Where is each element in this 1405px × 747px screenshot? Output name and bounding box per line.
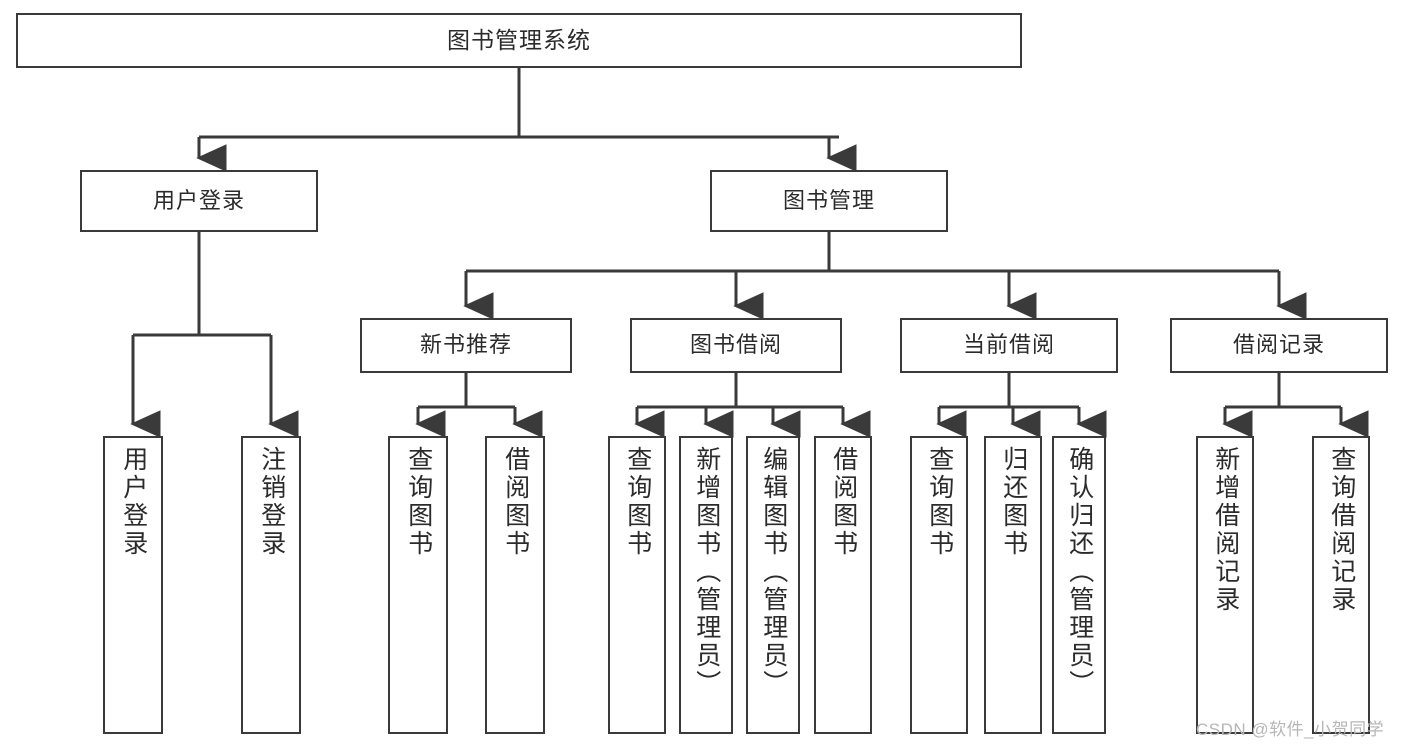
- node-leaf-user-logout-label: 注销登录: [257, 446, 286, 558]
- edge-group-root: [196, 68, 857, 172]
- node-borrow-record[interactable]: 借阅记录: [1170, 318, 1388, 373]
- node-leaf-return-book-label: 归还图书: [999, 446, 1028, 558]
- node-root-label: 图书管理系统: [447, 26, 591, 53]
- node-current-borrow-label: 当前借阅: [962, 332, 1055, 358]
- node-current-borrow[interactable]: 当前借阅: [900, 318, 1118, 373]
- node-leaf-query-book-borrow[interactable]: 查询图书: [608, 436, 666, 734]
- node-leaf-edit-book[interactable]: 编辑图书（管理员）: [746, 436, 800, 734]
- node-book-borrow-label: 图书借阅: [689, 332, 782, 358]
- node-leaf-confirm-return[interactable]: 确认归还（管理员）: [1052, 436, 1106, 734]
- node-book-management-label: 图书管理: [782, 187, 875, 213]
- node-leaf-borrow-book-label: 借阅图书: [829, 446, 858, 558]
- node-root[interactable]: 图书管理系统: [16, 13, 1022, 68]
- node-borrow-record-label: 借阅记录: [1232, 332, 1325, 358]
- node-user-login[interactable]: 用户登录: [80, 170, 318, 232]
- edge-group-new-book-recommend: [415, 373, 543, 438]
- node-leaf-add-borrow-record[interactable]: 新增借阅记录: [1196, 436, 1254, 734]
- node-leaf-query-borrow-record-label: 查询借阅记录: [1327, 446, 1356, 614]
- edge-group-user-login: [130, 232, 299, 438]
- node-user-login-label: 用户登录: [152, 187, 245, 213]
- node-leaf-borrow-book[interactable]: 借阅图书: [814, 436, 872, 734]
- node-leaf-add-book[interactable]: 新增图书（管理员）: [679, 436, 733, 734]
- edge-group-book-borrow: [634, 373, 871, 438]
- node-leaf-query-book-rec[interactable]: 查询图书: [388, 436, 448, 734]
- node-leaf-query-book-current[interactable]: 查询图书: [910, 436, 968, 734]
- node-leaf-borrow-book-rec-label: 借阅图书: [501, 446, 530, 558]
- node-leaf-confirm-return-label: 确认归还（管理员）: [1065, 446, 1094, 698]
- node-leaf-query-book-borrow-label: 查询图书: [623, 446, 652, 558]
- node-leaf-user-login[interactable]: 用户登录: [103, 436, 163, 734]
- node-leaf-add-borrow-record-label: 新增借阅记录: [1211, 446, 1240, 614]
- edge-group-borrow-record: [1222, 373, 1369, 438]
- node-leaf-query-book-current-label: 查询图书: [925, 446, 954, 558]
- node-leaf-user-login-label: 用户登录: [119, 446, 148, 558]
- node-leaf-query-book-rec-label: 查询图书: [404, 446, 433, 558]
- edge-group-current-borrow: [936, 373, 1107, 438]
- node-leaf-add-book-label: 新增图书（管理员）: [692, 446, 721, 698]
- node-leaf-return-book[interactable]: 归还图书: [984, 436, 1042, 734]
- node-book-management[interactable]: 图书管理: [710, 170, 948, 232]
- edge-group-book-management: [463, 232, 1307, 320]
- node-leaf-edit-book-label: 编辑图书（管理员）: [759, 446, 788, 698]
- node-new-book-recommend-label: 新书推荐: [419, 332, 512, 358]
- node-book-borrow[interactable]: 图书借阅: [630, 318, 842, 373]
- node-leaf-user-logout[interactable]: 注销登录: [241, 436, 301, 734]
- node-leaf-query-borrow-record[interactable]: 查询借阅记录: [1312, 436, 1370, 734]
- node-new-book-recommend[interactable]: 新书推荐: [360, 318, 572, 373]
- node-leaf-borrow-book-rec[interactable]: 借阅图书: [485, 436, 545, 734]
